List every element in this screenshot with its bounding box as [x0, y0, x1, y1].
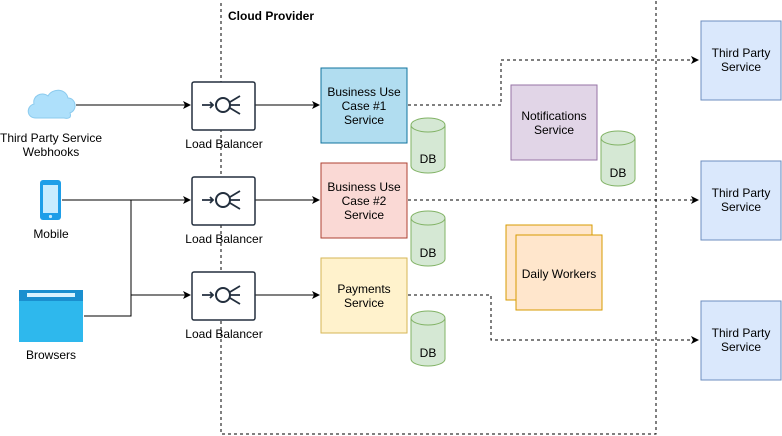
- service-payments-line1: Payments: [337, 282, 390, 296]
- service-payments-box: [320, 257, 408, 334]
- third-party-line1: Third Party: [712, 46, 771, 60]
- client-mobile: Mobile: [33, 180, 69, 241]
- service-notifications-line2: Service: [534, 123, 574, 137]
- service-notifications-box: [510, 84, 598, 161]
- mobile-phone-screen: [43, 185, 58, 213]
- service-daily-workers: Daily Workers: [505, 224, 603, 311]
- third-party-box: [700, 20, 782, 101]
- db-label: DB: [610, 166, 627, 180]
- third-party-line1: Third Party: [712, 186, 771, 200]
- client-browsers: Browsers: [19, 290, 83, 362]
- lb-arrows: [202, 285, 241, 305]
- service-uc1-box: [320, 67, 408, 144]
- load-balancer-icon: [191, 81, 256, 131]
- third-party-service-2: Third Party Service: [700, 160, 782, 241]
- service-uc1-line1: Business Use: [327, 85, 401, 99]
- client-connectors: [62, 101, 191, 317]
- load-balancer-label: Load Balancer: [185, 137, 262, 151]
- daily-workers-label: Daily Workers: [522, 267, 596, 281]
- uc1-to-third-party-1-edge: [408, 56, 699, 106]
- cloud-provider-title: Cloud Provider: [228, 9, 314, 23]
- load-balancer-2: Load Balancer: [185, 176, 263, 246]
- third-party-line1: Third Party: [712, 326, 771, 340]
- load-balancer-icon: [191, 176, 256, 226]
- load-balancer-icon: [191, 271, 256, 321]
- service-uc2-line2: Case #2: [342, 194, 387, 208]
- lb-arrows: [202, 190, 241, 210]
- service-notifications: Notifications Service: [510, 84, 598, 161]
- service-payments: Payments Service: [320, 257, 408, 334]
- database-top: [410, 210, 446, 226]
- webhooks-label-line1: Third Party Service: [0, 131, 102, 145]
- service-uc2-line1: Business Use: [327, 180, 401, 194]
- database-icon: [600, 138, 636, 187]
- third-party-box: [700, 160, 782, 241]
- database-icon: [410, 125, 446, 174]
- mobile-label: Mobile: [33, 227, 69, 241]
- browser-address-bar: [27, 293, 75, 297]
- service-uc2: Business Use Case #2 Service: [320, 162, 408, 239]
- service-uc2-line3: Service: [344, 208, 384, 222]
- db-label: DB: [420, 152, 437, 166]
- cloud-icon: [27, 89, 76, 119]
- db-label: DB: [420, 346, 437, 360]
- webhooks-label-line2: Webhooks: [23, 145, 79, 159]
- third-party-service-1: Third Party Service: [700, 20, 782, 101]
- database-top: [410, 117, 446, 133]
- load-balancer-label: Load Balancer: [185, 327, 262, 341]
- db-label: DB: [420, 246, 437, 260]
- third-party-service-3: Third Party Service: [700, 300, 782, 381]
- db-payments: DB: [410, 310, 446, 367]
- load-balancer-1: Load Balancer: [185, 81, 263, 151]
- client-webhooks: Third Party Service Webhooks: [0, 89, 102, 159]
- third-party-line2: Service: [721, 60, 761, 74]
- lb-connectors: [255, 101, 320, 299]
- third-party-line2: Service: [721, 340, 761, 354]
- database-top: [410, 310, 446, 326]
- browsers-label: Browsers: [26, 348, 76, 362]
- database-icon: [410, 218, 446, 267]
- database-icon: [410, 318, 446, 367]
- service-uc1-line2: Case #1: [342, 99, 387, 113]
- db-notifications: DB: [600, 130, 636, 187]
- service-uc1-line3: Service: [344, 113, 384, 127]
- daily-workers-front-card: [515, 234, 603, 311]
- db-uc1: DB: [410, 117, 446, 174]
- service-uc1: Business Use Case #1 Service: [320, 67, 408, 144]
- service-uc2-box: [320, 162, 408, 239]
- service-payments-line2: Service: [344, 296, 384, 310]
- db-uc2: DB: [410, 210, 446, 267]
- third-party-box: [700, 300, 782, 381]
- database-top: [600, 130, 636, 146]
- third-party-line2: Service: [721, 200, 761, 214]
- mobile-phone-button: [48, 214, 53, 219]
- load-balancer-label: Load Balancer: [185, 232, 262, 246]
- lb-arrows: [202, 95, 241, 115]
- load-balancer-3: Load Balancer: [185, 271, 263, 341]
- service-notifications-line1: Notifications: [521, 109, 586, 123]
- browsers-to-lb2-edge: [84, 200, 132, 317]
- third-party-connectors: [408, 56, 699, 344]
